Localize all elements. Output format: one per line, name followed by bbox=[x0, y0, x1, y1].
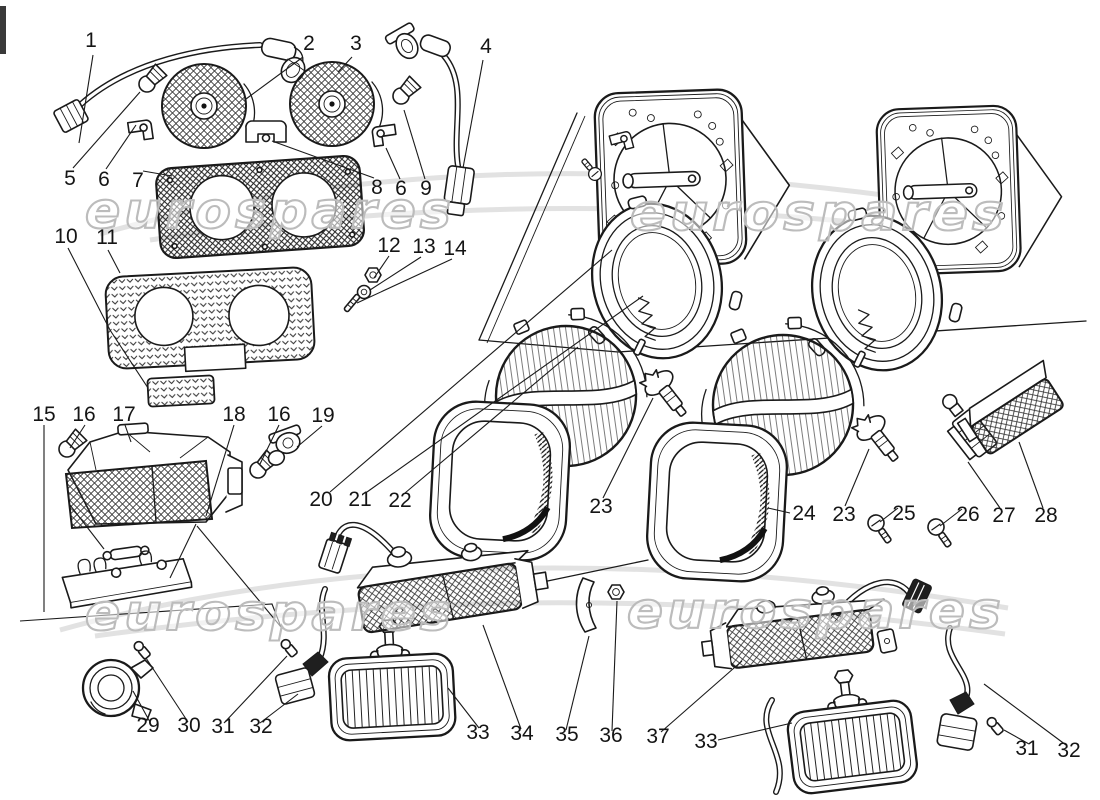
stud-14 bbox=[343, 293, 361, 313]
pad-10 bbox=[146, 374, 216, 408]
callout-35: 35 bbox=[555, 723, 578, 746]
callout-14: 14 bbox=[443, 237, 467, 260]
bracket-35 bbox=[575, 577, 597, 633]
callout-37: 37 bbox=[646, 725, 669, 748]
callout-6: 6 bbox=[98, 168, 110, 191]
callout-30: 30 bbox=[177, 714, 200, 737]
connector-32-right bbox=[936, 625, 978, 751]
screw-25 bbox=[864, 511, 897, 548]
contact-plate-15 bbox=[61, 550, 193, 609]
side-lamp-3 bbox=[289, 61, 384, 147]
washer-13 bbox=[356, 284, 372, 300]
callout-33b: 33 bbox=[694, 730, 717, 753]
clip-8 bbox=[245, 120, 287, 143]
callout-13: 13 bbox=[412, 235, 435, 258]
bulb-31-right bbox=[984, 715, 1006, 737]
callout-28: 28 bbox=[1034, 504, 1057, 527]
watermark-text-bottom-right: eurospares bbox=[627, 582, 1005, 640]
stray-wire bbox=[763, 697, 783, 795]
nut-36 bbox=[607, 584, 625, 600]
harness-cable-1 bbox=[53, 37, 306, 133]
callout-15: 15 bbox=[32, 403, 55, 426]
leader-lines bbox=[43, 54, 1067, 746]
scan-artifact-bar bbox=[0, 6, 6, 54]
callout-22: 22 bbox=[388, 489, 411, 512]
callout-5: 5 bbox=[64, 167, 76, 190]
h4-bulb-right-23 bbox=[847, 404, 910, 471]
callout-25: 25 bbox=[892, 502, 915, 525]
connector-plug bbox=[443, 165, 475, 217]
callout-2: 2 bbox=[303, 32, 315, 55]
callout-19: 19 bbox=[311, 404, 334, 427]
side-lamp-2 bbox=[161, 63, 256, 149]
callout-34: 34 bbox=[510, 722, 534, 745]
callout-32b: 32 bbox=[1057, 739, 1080, 762]
connector-32-left bbox=[274, 586, 329, 705]
callout-12: 12 bbox=[377, 234, 400, 257]
callout-7: 7 bbox=[132, 169, 144, 192]
gasket-11 bbox=[104, 266, 316, 373]
callout-24: 24 bbox=[792, 502, 816, 525]
fog-lamp-33-right bbox=[780, 661, 921, 797]
bulb-holder-19 bbox=[267, 424, 302, 466]
callout-31: 31 bbox=[211, 715, 234, 738]
callout-11: 11 bbox=[96, 226, 118, 249]
callout-20: 20 bbox=[309, 488, 332, 511]
headlamp-bezel-left-24 bbox=[428, 400, 572, 563]
festoon-bulb bbox=[102, 545, 150, 561]
callout-18: 18 bbox=[222, 403, 245, 426]
callout-8: 8 bbox=[371, 176, 383, 199]
watermark-text-bottom-left: eurospares bbox=[85, 584, 455, 642]
callout-36: 36 bbox=[599, 724, 622, 747]
nut-12 bbox=[364, 267, 382, 283]
callout-1: 1 bbox=[85, 29, 97, 52]
callout-16b: 16 bbox=[267, 403, 290, 426]
callout-6b: 6 bbox=[395, 177, 407, 200]
callout-32: 32 bbox=[249, 715, 272, 738]
callout-23: 23 bbox=[589, 495, 612, 518]
round-lamp-29 bbox=[81, 658, 154, 721]
callout-4: 4 bbox=[480, 35, 492, 58]
watermark-text-top-right: eurospares bbox=[630, 184, 1008, 242]
bulb-socket bbox=[384, 22, 419, 60]
callout-3: 3 bbox=[350, 32, 362, 55]
bulb-30 bbox=[131, 639, 153, 661]
callout-23b: 23 bbox=[832, 503, 855, 526]
callout-21: 21 bbox=[348, 488, 371, 511]
front-lamp-assembly-17 bbox=[64, 422, 243, 530]
callout-9: 9 bbox=[420, 177, 432, 200]
bulb-9 bbox=[388, 75, 422, 109]
callout-27: 27 bbox=[992, 504, 1015, 527]
callout-10: 10 bbox=[54, 225, 77, 248]
callout-26: 26 bbox=[956, 503, 979, 526]
mounting-plate-7 bbox=[155, 154, 365, 260]
screw-26 bbox=[924, 515, 957, 552]
headlamp-bezel-right-24 bbox=[645, 421, 789, 584]
small-clip bbox=[876, 628, 898, 654]
indicator-lamp-34 bbox=[318, 521, 549, 634]
clip-6-right bbox=[370, 123, 398, 148]
harness-cable-4 bbox=[384, 22, 475, 217]
callout-33: 33 bbox=[466, 721, 489, 744]
watermark-layer: eurospares eurospares eurospares eurospa… bbox=[84, 181, 1008, 643]
side-marker-lamp-28 bbox=[956, 359, 1064, 455]
watermark-text-top-left: eurospares bbox=[85, 182, 455, 240]
callout-16: 16 bbox=[72, 403, 95, 426]
callouts: 1 2 3 4 5 6 7 8 6 9 10 11 12 13 14 15 16… bbox=[32, 29, 1080, 762]
indicator-lamp-37 bbox=[700, 578, 932, 670]
h4-bulb-left-23 bbox=[635, 359, 698, 426]
callout-31b: 31 bbox=[1015, 737, 1038, 760]
callout-29: 29 bbox=[136, 714, 159, 737]
callout-17: 17 bbox=[112, 403, 135, 426]
